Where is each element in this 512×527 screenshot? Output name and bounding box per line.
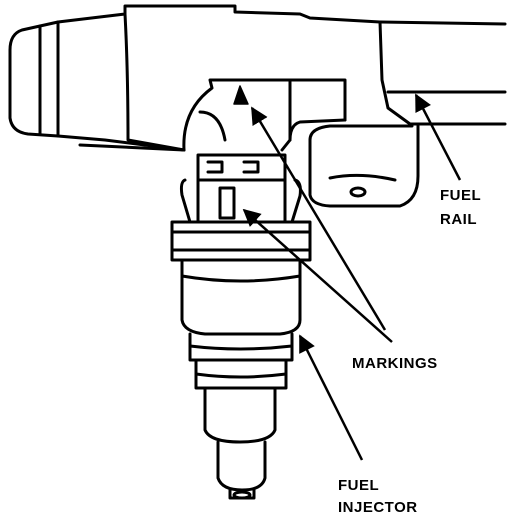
markings-leader-rail <box>250 106 387 331</box>
fuel-injector-body <box>170 153 312 500</box>
fuel-rail-label-line2: RAIL <box>440 211 477 228</box>
rail-marking-triangle <box>233 85 249 105</box>
fuel-injector-label-line2: INJECTOR <box>338 499 418 516</box>
fuel-injector-label-line1: FUEL <box>338 477 380 494</box>
fuel-injector-leader <box>298 334 364 461</box>
fuel-rail-body <box>8 4 507 208</box>
markings-leader-injector <box>242 208 393 343</box>
markings-label: MARKINGS <box>352 355 438 372</box>
fuel-rail-label-line1: FUEL <box>440 187 482 204</box>
fuel-rail-leader <box>414 93 462 181</box>
